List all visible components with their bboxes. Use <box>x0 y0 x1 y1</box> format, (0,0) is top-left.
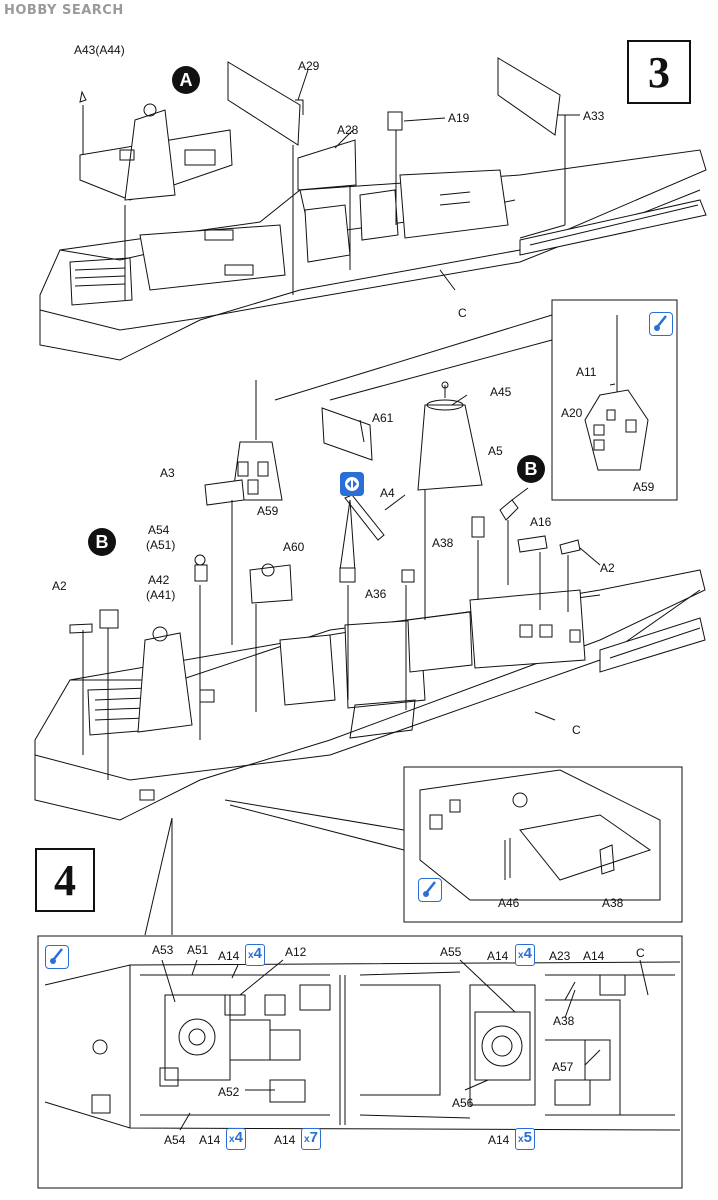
step4-leaders <box>82 394 601 780</box>
subassembly-a-marker: A <box>172 66 200 94</box>
part-label-a19: A19 <box>448 111 470 125</box>
step-4-number: 4 <box>35 848 95 912</box>
part-label-a61: A61 <box>372 411 394 425</box>
mirror-symmetry-icon <box>340 472 364 496</box>
part-label-a54: A54 <box>148 523 170 537</box>
part-label-a28: A28 <box>337 123 359 137</box>
subassembly-b-marker-left: B <box>88 528 116 556</box>
part-label-a29: A29 <box>298 59 320 73</box>
part-label-c-step3: C <box>458 306 467 320</box>
step3-hull <box>39 149 707 361</box>
part-label-a59: A59 <box>257 504 279 518</box>
watermark: HOBBY SEARCH <box>4 3 124 18</box>
part-label-deck-a38: A38 <box>553 1014 575 1028</box>
part-label-c-step4: C <box>572 723 581 737</box>
part-label-deck-a14-6: A14 <box>488 1133 510 1147</box>
part-label-deck-a23: A23 <box>549 949 571 963</box>
part-label-a2-right: A2 <box>600 561 615 575</box>
part-label-a20: A20 <box>561 406 583 420</box>
step3-leaders <box>82 69 580 300</box>
step3-detail-callout <box>274 299 678 501</box>
quantity-badge-x7: x7 <box>301 1128 321 1150</box>
part-label-a11: A11 <box>576 365 597 379</box>
subassembly-b-marker-right: B <box>517 455 545 483</box>
deck-plan-view <box>37 935 683 1189</box>
part-label-deck-a14-4: A14 <box>199 1133 221 1147</box>
part-label-a38-detail: A38 <box>602 896 624 910</box>
quantity-badge-x4-top-left: x4 <box>245 944 265 966</box>
part-label-a5: A5 <box>488 444 503 458</box>
quantity-badge-x4-bottom: x4 <box>226 1128 246 1150</box>
part-label-deck-a57: A57 <box>552 1060 574 1074</box>
step4-hull <box>34 569 706 821</box>
part-label-a3: A3 <box>160 466 175 480</box>
part-label-deck-a54: A54 <box>164 1133 186 1147</box>
step3-superstructure-a <box>79 103 233 201</box>
part-label-a41-alt: (A41) <box>146 588 176 602</box>
leader-to-deck-view-2 <box>144 817 173 936</box>
part-label-a42: A42 <box>148 573 170 587</box>
part-label-deck-a14-3: A14 <box>583 949 605 963</box>
step4-stack-a5-base <box>137 626 193 733</box>
part-label-a2-left: A2 <box>52 579 67 593</box>
part-label-deck-a55: A55 <box>440 945 462 959</box>
part-label-a16: A16 <box>530 515 552 529</box>
part-label-deck-a51: A51 <box>187 943 209 957</box>
quantity-badge-x5: x5 <box>515 1128 535 1150</box>
step4-detail-callout <box>224 766 683 923</box>
part-label-a60: A60 <box>283 540 305 554</box>
part-label-a38: A38 <box>432 536 454 550</box>
part-label-a59-detail: A59 <box>633 480 655 494</box>
part-label-a36: A36 <box>365 587 387 601</box>
step4-parts <box>69 380 581 634</box>
part-label-deck-a56: A56 <box>452 1096 474 1110</box>
part-label-deck-a14-2: A14 <box>487 949 509 963</box>
quantity-badge-x4-top-right: x4 <box>515 944 535 966</box>
part-label-deck-a12: A12 <box>285 945 307 959</box>
step-3-number: 3 <box>627 40 691 104</box>
part-label-a51-alt: (A51) <box>146 538 176 552</box>
part-label-a4: A4 <box>380 486 395 500</box>
part-label-a33: A33 <box>583 109 605 123</box>
glue-brush-icon <box>418 878 442 902</box>
part-label-deck-a14-1: A14 <box>218 949 240 963</box>
glue-brush-icon <box>45 945 69 969</box>
part-label-deck-a52: A52 <box>218 1085 240 1099</box>
part-label-deck-c: C <box>636 946 645 960</box>
glue-brush-icon <box>649 312 673 336</box>
part-label-deck-a53: A53 <box>152 943 174 957</box>
part-label-a45: A45 <box>490 385 512 399</box>
part-label-deck-a14-5: A14 <box>274 1133 296 1147</box>
part-label-a43: A43(A44) <box>74 43 125 57</box>
part-label-a46: A46 <box>498 896 520 910</box>
step3-parts <box>79 57 561 191</box>
